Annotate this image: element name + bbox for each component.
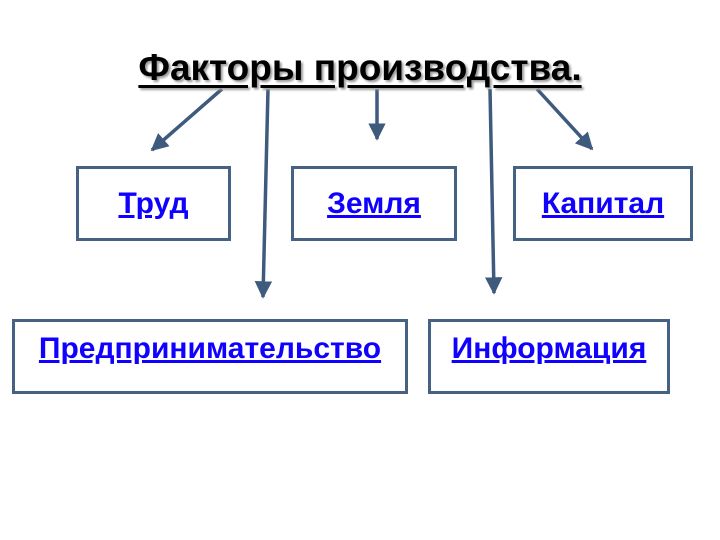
node-kapital-link[interactable]: Капитал: [541, 186, 665, 220]
node-predprinimatelstvo-link[interactable]: Предпринимательство: [38, 332, 382, 365]
node-informaciya-link[interactable]: Информация: [451, 332, 647, 365]
node-trud-link[interactable]: Труд: [118, 186, 189, 220]
diagram-title: Факторы производства.: [138, 47, 582, 88]
arrow-to-trud: [150, 87, 224, 152]
arrow-to-kapital: [535, 87, 594, 151]
node-predprinimatelstvo[interactable]: Предпринимательство: [12, 319, 408, 394]
node-informaciya[interactable]: Информация: [428, 319, 670, 394]
arrow-to-informaciya: [484, 88, 503, 295]
arrow-to-predprinimatelstvo: [254, 88, 273, 299]
node-trud[interactable]: Труд: [76, 166, 231, 241]
node-zemlya-link[interactable]: Земля: [327, 186, 421, 220]
node-zemlya[interactable]: Земля: [291, 166, 457, 241]
node-kapital[interactable]: Капитал: [513, 166, 693, 241]
